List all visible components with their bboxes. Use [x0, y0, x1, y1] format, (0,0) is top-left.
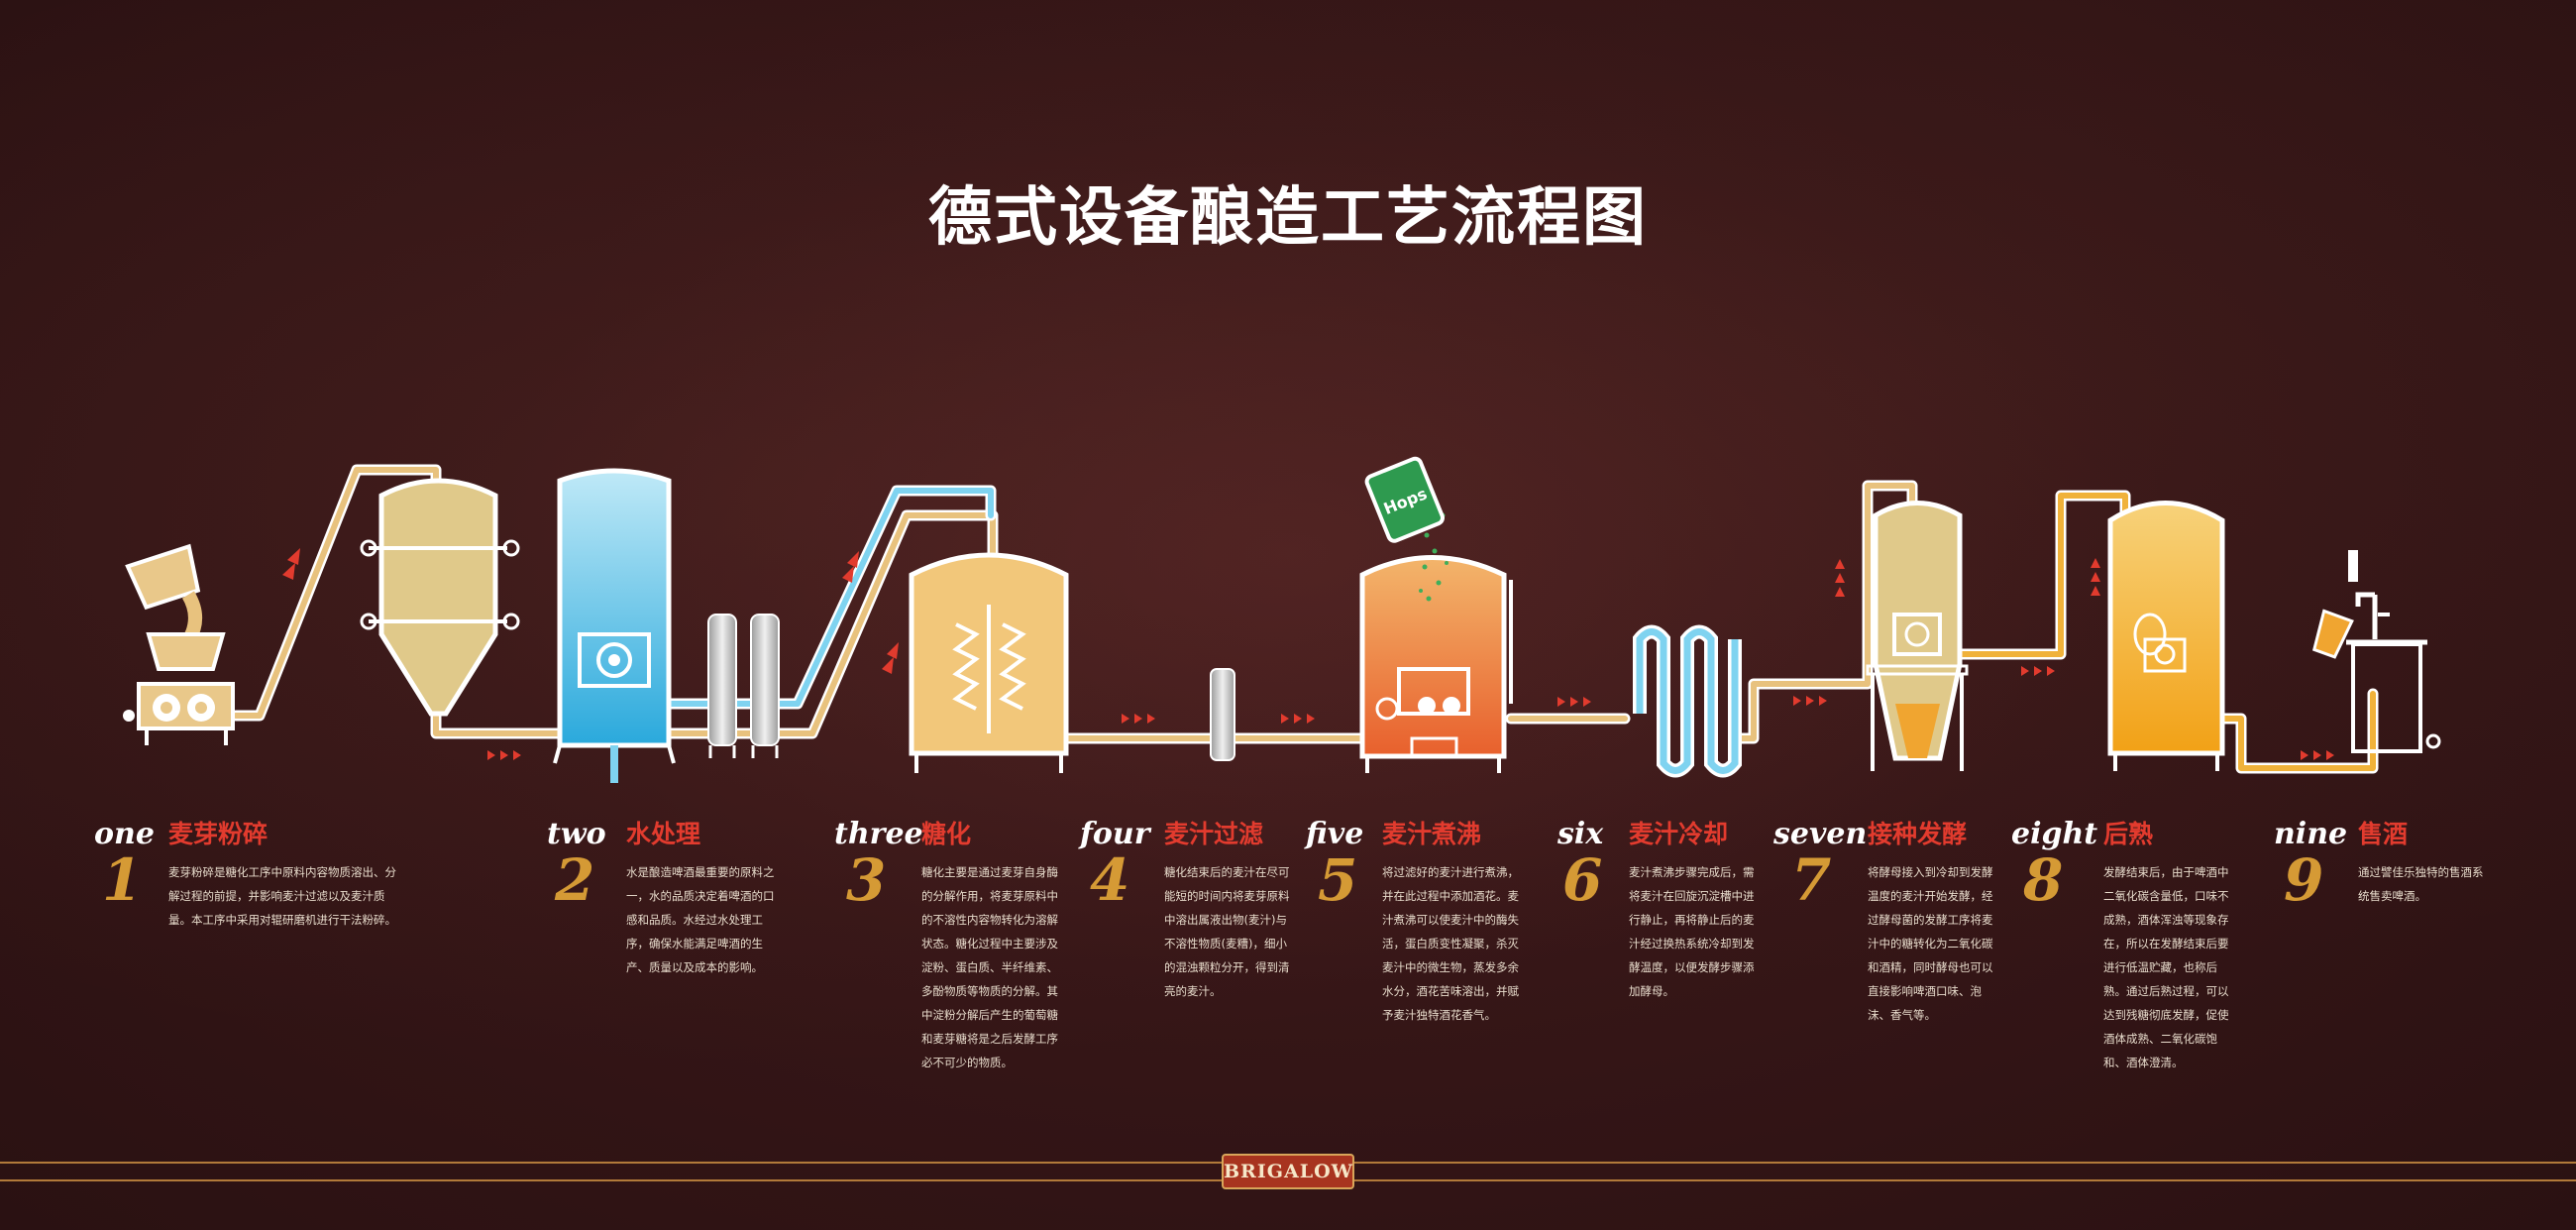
- arrow-group-8: [1793, 696, 1827, 706]
- flow-arrows: [282, 548, 2334, 760]
- pipes: [230, 464, 2379, 774]
- step-title: 麦汁过滤: [1164, 820, 1264, 848]
- conditioning-tank-equipment: [2107, 501, 2225, 771]
- malt-bucket: [125, 543, 201, 611]
- step-description: 麦芽粉碎是糖化工序中原料内容物质溶出、分解过程的前提，并影响麦汁过滤以及麦汁质量…: [168, 865, 396, 927]
- step-number: 6: [1562, 846, 1603, 914]
- step-word: three: [834, 817, 923, 851]
- step-description: 糖化主要是通过麦芽自身酶的分解作用，将麦芽原料中的不溶性内容物转化为溶解状态。糖…: [921, 865, 1058, 1069]
- step-description: 发酵结束后，由于啤酒中二氧化碳含量低，口味不成熟，酒体浑浊等现象存在，所以在发酵…: [2103, 865, 2229, 1069]
- arrow-group-11: [2091, 558, 2100, 596]
- step-word: four: [1080, 817, 1150, 851]
- step-title: 接种发酵: [1868, 820, 1968, 848]
- step-word: six: [1557, 817, 1604, 851]
- step-word: nine: [2274, 817, 2348, 851]
- brand-logo: BRIGALOW: [1222, 1154, 1354, 1189]
- lauter-filter-equipment: [1210, 668, 1235, 761]
- arrow-group-3: [842, 551, 859, 583]
- step-title: 水处理: [626, 820, 701, 848]
- step-number: 9: [2284, 846, 2324, 914]
- step-number: 3: [846, 846, 887, 914]
- step-title: 麦汁冷却: [1629, 820, 1729, 848]
- step-number: 5: [1318, 846, 1358, 914]
- step-number: 8: [2023, 846, 2064, 914]
- beer-glass: [2311, 609, 2354, 659]
- malt-mill-equipment: [123, 543, 235, 745]
- step-number: 1: [102, 846, 143, 914]
- arrow-group-4: [882, 642, 899, 674]
- step-word: two: [547, 817, 606, 851]
- step-title: 麦汁煮沸: [1382, 820, 1482, 848]
- step-word: five: [1306, 817, 1364, 851]
- arrow-group-7: [1557, 697, 1591, 707]
- step-description: 将过滤好的麦汁进行煮沸，并在此过程中添加酒花。麦汁煮沸可以使麦汁中的酶失活，蛋白…: [1382, 865, 1519, 1022]
- step-word: seven: [1773, 817, 1868, 851]
- arrow-group-2: [282, 548, 300, 580]
- step-number: 4: [1090, 846, 1130, 914]
- step-word: one: [94, 817, 155, 851]
- dispense-tap-equipment: [2311, 550, 2441, 753]
- heat-exchanger-equipment: [1633, 624, 1742, 778]
- step-description: 麦汁煮沸步骤完成后，需将麦汁在回旋沉淀槽中进行静止，再将静止后的麦汁经过换热系统…: [1629, 865, 1755, 998]
- step-description: 通过譬佳乐独特的售酒系统售卖啤酒。: [2358, 865, 2484, 903]
- arrow-group-10: [2021, 666, 2055, 676]
- mash-tun-equipment: [909, 552, 1069, 773]
- arrow-group-12: [2301, 750, 2334, 760]
- step-number: 7: [1791, 846, 1832, 914]
- water-tank-equipment: [553, 468, 676, 783]
- step-description: 将酵母接入到冷却到发酵温度的麦汁开始发酵，经过酵母菌的发酵工序将麦汁中的糖转化为…: [1868, 865, 1993, 1022]
- step-number: 2: [555, 846, 595, 914]
- page-title: 德式设备酿造工艺流程图: [928, 181, 1648, 255]
- arrow-group-6: [1281, 714, 1315, 724]
- step-description: 糖化结束后的麦汁在尽可能短的时间内将麦芽原料中溶出属液出物(麦汁)与不溶性物质(…: [1164, 865, 1290, 998]
- water-filters-equipment: [707, 614, 780, 758]
- step-word: eight: [2011, 817, 2098, 851]
- arrow-group-9: [1835, 559, 1845, 597]
- malt-silo-equipment: [360, 478, 520, 717]
- arrow-group-1: [487, 750, 521, 760]
- hops-bag: Hops: [1364, 456, 1445, 543]
- step-title: 糖化: [921, 820, 972, 848]
- step-title: 麦芽粉碎: [168, 820, 268, 848]
- step-title: 后熟: [2103, 820, 2154, 848]
- step-description: 水是酿造啤酒最重要的原料之一，水的品质决定着啤酒的口感和品质。水经过水处理工序，…: [626, 865, 775, 974]
- fermenter-equipment: [1866, 501, 1969, 771]
- step-title: 售酒: [2358, 820, 2409, 848]
- arrow-group-5: [1122, 714, 1155, 724]
- boil-kettle-equipment: [1359, 512, 1513, 773]
